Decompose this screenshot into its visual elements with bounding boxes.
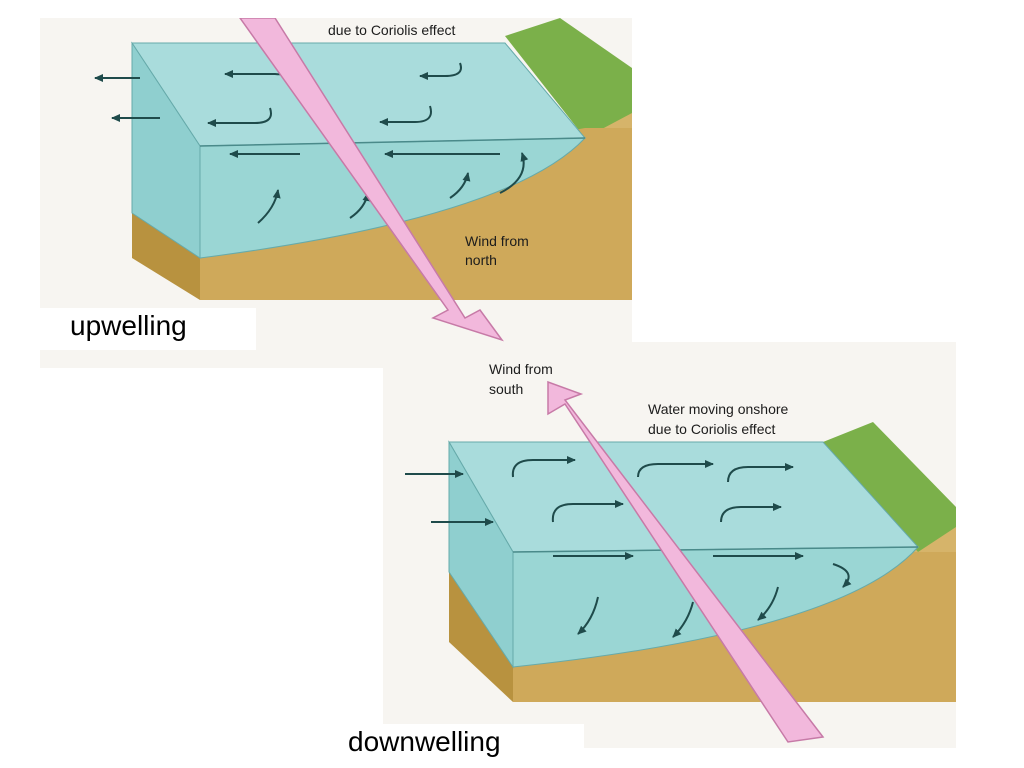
surface-current-arrow bbox=[720, 503, 782, 523]
surface-current-arrow bbox=[727, 463, 794, 483]
water-label-line1: Water moving onshore bbox=[648, 401, 789, 417]
layer-current-arrow bbox=[832, 563, 852, 588]
wind-label-line2: north bbox=[465, 252, 497, 268]
water-label-line2: due to Coriolis effect bbox=[648, 421, 775, 437]
seafloor-sand-side bbox=[449, 567, 513, 702]
coriolis-label: due to Coriolis effect bbox=[328, 22, 455, 38]
upwelling-caption: upwelling bbox=[40, 308, 256, 350]
surface-current-arrow bbox=[207, 107, 272, 127]
water-surface bbox=[131, 42, 587, 147]
downwelling-illustration: Wind from south Water moving onshore due… bbox=[405, 361, 956, 743]
surface-current-arrow bbox=[511, 456, 576, 478]
coastal-land bbox=[505, 18, 632, 138]
surface-current-arrow bbox=[419, 62, 462, 80]
wind-label-line1: Wind from bbox=[489, 361, 553, 377]
wind-arrow bbox=[239, 18, 504, 342]
surface-layer-line bbox=[199, 137, 586, 147]
upwelling-arrow bbox=[257, 189, 281, 224]
downwelling-caption: downwelling bbox=[320, 724, 584, 768]
upwelling-illustration: due to Coriolis effect Wind from north bbox=[94, 18, 632, 342]
upwelling-arrow bbox=[499, 152, 529, 194]
surface-current-arrow bbox=[379, 105, 432, 126]
wind-label-line1: Wind from bbox=[465, 233, 529, 249]
water-front-face bbox=[199, 137, 587, 259]
downwelling-arrow bbox=[757, 586, 779, 621]
wind-label-line2: south bbox=[489, 381, 523, 397]
upwelling-diagram: due to Coriolis effect Wind from north bbox=[40, 18, 632, 368]
wind-arrow bbox=[547, 380, 825, 743]
downwelling-arrow bbox=[672, 601, 694, 638]
upwelling-arrow bbox=[449, 172, 471, 199]
surface-current-arrow bbox=[637, 460, 714, 478]
downwelling-diagram: Wind from south Water moving onshore due… bbox=[383, 342, 956, 748]
surface-layer-line bbox=[512, 546, 919, 553]
surface-current-arrow bbox=[551, 500, 624, 523]
downwelling-arrow bbox=[577, 596, 599, 635]
coastal-land bbox=[823, 422, 956, 552]
